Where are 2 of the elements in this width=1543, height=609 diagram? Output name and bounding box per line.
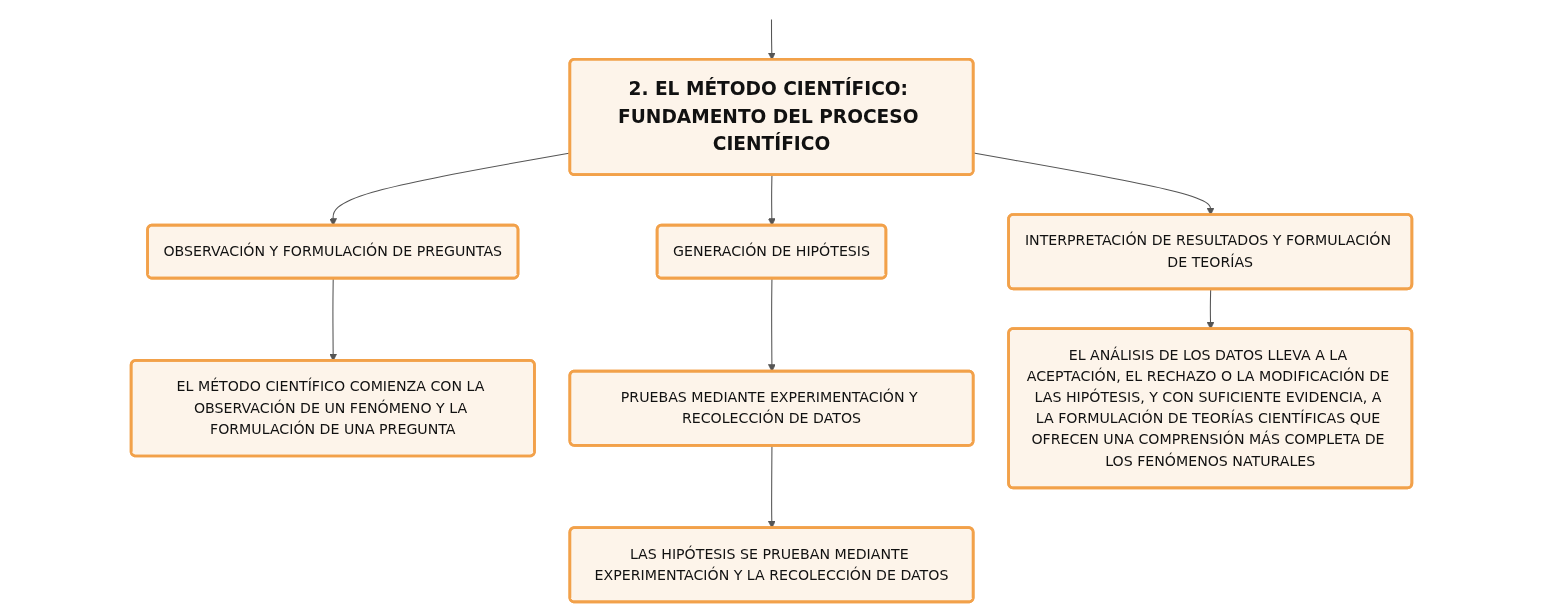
arrow <box>767 174 776 226</box>
arrow <box>768 278 776 372</box>
